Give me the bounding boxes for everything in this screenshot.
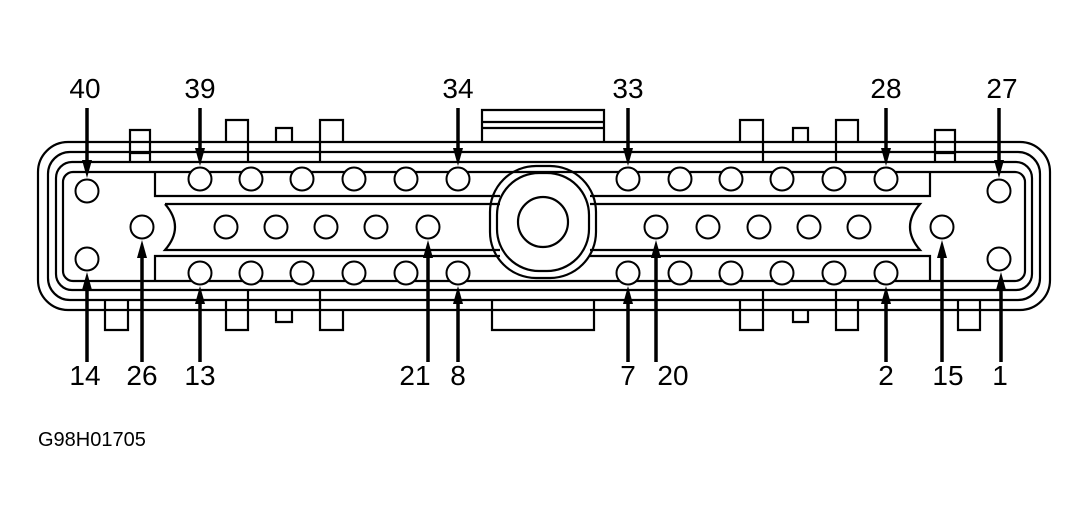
pin-arrows bbox=[82, 108, 1006, 362]
pin-hole bbox=[445, 166, 471, 192]
pin-hole bbox=[643, 214, 669, 240]
pin-label-15: 15 bbox=[932, 360, 963, 391]
pin-hole bbox=[796, 214, 822, 240]
pin-hole bbox=[289, 166, 315, 192]
pin-hole bbox=[718, 260, 744, 286]
pin-hole bbox=[74, 178, 100, 204]
pin-hole bbox=[393, 260, 419, 286]
arrow-head bbox=[137, 240, 147, 258]
pin-hole bbox=[873, 166, 899, 192]
pin-hole bbox=[341, 166, 367, 192]
pin-hole bbox=[746, 214, 772, 240]
arrow-head bbox=[994, 160, 1004, 178]
arrow-head bbox=[937, 240, 947, 258]
arrow-head bbox=[651, 240, 661, 258]
pin-hole bbox=[615, 166, 641, 192]
pin-hole bbox=[238, 260, 264, 286]
pin-hole bbox=[289, 260, 315, 286]
connector-housing bbox=[36, 108, 1052, 332]
pin-label-8: 8 bbox=[450, 360, 466, 391]
pin-hole bbox=[415, 214, 441, 240]
arrow-head bbox=[881, 148, 891, 166]
pin-hole bbox=[695, 214, 721, 240]
arrow-head bbox=[453, 286, 463, 304]
pin-hole bbox=[363, 214, 389, 240]
pin-label-27: 27 bbox=[986, 73, 1017, 104]
arrow-head bbox=[996, 272, 1006, 290]
pin-hole bbox=[873, 260, 899, 286]
arrow-head bbox=[623, 148, 633, 166]
pin-label-20: 20 bbox=[657, 360, 688, 391]
figure-code: G98H01705 bbox=[38, 429, 146, 451]
pin-hole bbox=[986, 178, 1012, 204]
arrow-head bbox=[881, 286, 891, 304]
arrow-head bbox=[195, 148, 205, 166]
pin-hole bbox=[445, 260, 471, 286]
pin-hole bbox=[74, 246, 100, 272]
pin-hole bbox=[263, 214, 289, 240]
pin-holes bbox=[74, 166, 1012, 286]
pin-hole bbox=[187, 260, 213, 286]
arrow-head bbox=[623, 286, 633, 304]
pin-hole bbox=[769, 260, 795, 286]
pin-label-34: 34 bbox=[442, 73, 473, 104]
pin-hole bbox=[846, 214, 872, 240]
pin-hole bbox=[187, 166, 213, 192]
pin-label-28: 28 bbox=[870, 73, 901, 104]
pin-hole bbox=[821, 166, 847, 192]
arrow-head bbox=[82, 272, 92, 290]
pin-hole bbox=[615, 260, 641, 286]
pin-hole bbox=[667, 166, 693, 192]
pin-hole bbox=[718, 166, 744, 192]
pin-hole bbox=[929, 214, 955, 240]
arrow-head bbox=[82, 160, 92, 178]
pin-hole bbox=[129, 214, 155, 240]
pin-label-1: 1 bbox=[992, 360, 1008, 391]
pin-label-26: 26 bbox=[126, 360, 157, 391]
pin-hole bbox=[393, 166, 419, 192]
pin-label-13: 13 bbox=[184, 360, 215, 391]
pin-hole bbox=[769, 166, 795, 192]
arrow-head bbox=[453, 148, 463, 166]
arrow-head bbox=[195, 286, 205, 304]
pin-label-33: 33 bbox=[612, 73, 643, 104]
pin-hole bbox=[667, 260, 693, 286]
pin-hole bbox=[986, 246, 1012, 272]
pin-labels: 40 39 34 33 28 27 14 26 13 21 8 7 20 2 1… bbox=[69, 73, 1017, 391]
pin-hole bbox=[238, 166, 264, 192]
arrow-head bbox=[423, 240, 433, 258]
pin-hole bbox=[821, 260, 847, 286]
pin-label-2: 2 bbox=[878, 360, 894, 391]
pin-hole bbox=[313, 214, 339, 240]
pin-label-40: 40 bbox=[69, 73, 100, 104]
pin-label-39: 39 bbox=[184, 73, 215, 104]
pin-hole bbox=[341, 260, 367, 286]
pin-label-7: 7 bbox=[620, 360, 636, 391]
pin-label-14: 14 bbox=[69, 360, 100, 391]
pin-label-21: 21 bbox=[399, 360, 430, 391]
pin-hole bbox=[213, 214, 239, 240]
